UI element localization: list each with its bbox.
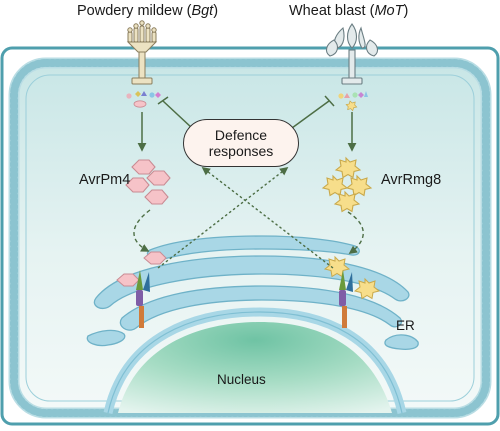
rmg8-to-defence-arrow [201, 166, 334, 269]
pm4-receptor-icon [136, 270, 150, 328]
avrpm4-effector-cluster [125, 159, 171, 205]
avrrmg8-bound [353, 277, 381, 300]
defence-responses-box: Defence responses [183, 119, 299, 167]
pm4-to-defence-arrow [157, 166, 289, 269]
wheat-blast-icon [325, 23, 379, 85]
avrpm4-near-receptor [143, 251, 167, 265]
defence-line1: Defence [214, 127, 268, 143]
wheat-blast-label: Wheat blast (MoT) [289, 3, 409, 19]
nucleus-label: Nucleus [217, 372, 266, 387]
er-label: ER [396, 318, 415, 333]
wheat-blast-abbr: MoT [374, 3, 404, 19]
powdery-mildew-abbr: Bgt [191, 3, 214, 19]
defence-inhibition-left [157, 96, 193, 129]
powdery-mildew-icon [126, 20, 158, 85]
avrpm4-label: AvrPm4 [79, 172, 131, 188]
cell-wall [0, 46, 500, 426]
rmg8-receptor-icon [339, 270, 353, 328]
powdery-mildew-name: Powdery mildew [77, 3, 183, 19]
nucleus [118, 322, 392, 413]
avrrmg8-effector-cluster [321, 156, 373, 213]
defence-inhibition-right [291, 95, 335, 129]
defence-line2: responses [208, 143, 274, 159]
powdery-mildew-label: Powdery mildew (Bgt) [77, 3, 219, 19]
wheat-blast-name: Wheat blast [289, 3, 366, 19]
avrrmg8-label: AvrRmg8 [381, 172, 442, 188]
right-secreted-effectors [338, 91, 368, 112]
avrrmg8-near-receptor [323, 255, 351, 278]
left-secreted-effectors [126, 91, 161, 108]
